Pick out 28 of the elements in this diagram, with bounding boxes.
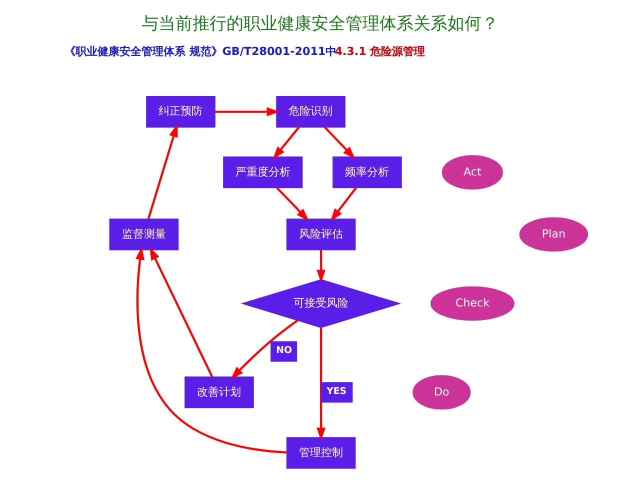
arrow	[324, 126, 356, 160]
node-box: 监督测量	[109, 218, 179, 250]
arrow	[136, 246, 287, 454]
node-box: 管理控制	[286, 437, 356, 469]
arrow	[150, 247, 214, 378]
node-box: 危险识别	[276, 96, 346, 128]
node-ellipse: Plan	[519, 217, 588, 252]
arrow	[215, 107, 280, 116]
node-box: 严重度分析	[223, 156, 303, 188]
arrow	[316, 328, 326, 441]
arrow	[330, 187, 357, 222]
node-diamond: 可接受风险	[240, 279, 402, 328]
arrow	[276, 187, 309, 222]
node-ellipse: Do	[412, 375, 471, 410]
node-ellipse: Act	[442, 155, 503, 190]
node-ellipse: Check	[430, 286, 514, 321]
diagram-title: 与当前推行的职业健康安全管理体系关系如何？	[142, 14, 498, 34]
arrow	[272, 126, 300, 160]
arrow	[147, 124, 178, 220]
label: 《职业健康安全管理体系 规范》GB/T28001-2011中	[64, 44, 337, 58]
label: 4.3.1 危险源管理	[334, 44, 426, 58]
edge-label: NO	[276, 345, 292, 356]
node-box: 频率分析	[332, 156, 402, 188]
arrow	[316, 250, 326, 283]
node-box: 纠正预防	[146, 96, 216, 128]
node-box: 风险评估	[286, 218, 356, 250]
node-box: 改善计划	[184, 376, 254, 408]
edge-label: YES	[326, 386, 347, 397]
